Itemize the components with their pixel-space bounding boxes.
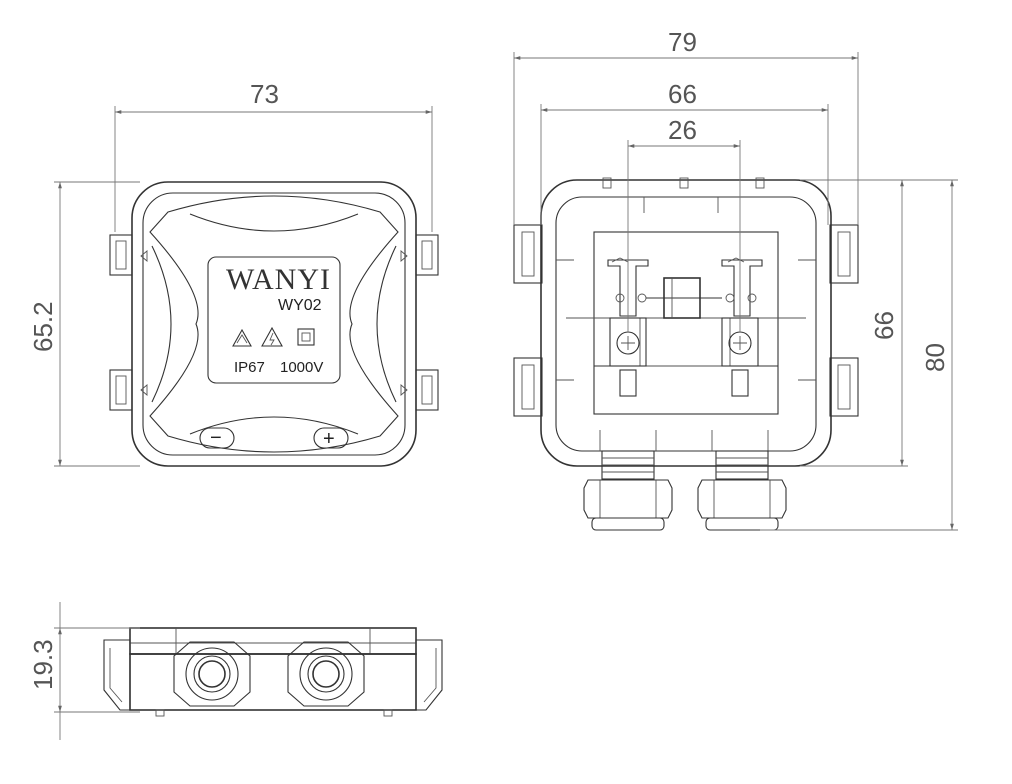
voltage-rating: 1000V [280,359,323,376]
dim-height-80: 80 [920,343,950,372]
inner-right-cable-gland [697,450,787,531]
right-clips [400,234,439,411]
svg-text:−: − [210,427,222,449]
inner-view-wall [555,196,817,452]
svg-text:+: + [323,428,335,450]
side-view [103,627,443,717]
inner-left-cable-gland [583,450,673,531]
top-view-dimensions: 73 65.2 [28,79,433,467]
model-number: WY02 [278,297,322,314]
inner-view-outer [540,179,832,467]
dim-width-66: 66 [668,79,697,109]
top-view: WANYI WY02 IP67 1000V − + [109,181,439,467]
inner-left-clips [513,224,543,417]
dim-terminal-spacing-26: 26 [668,115,697,145]
minus-terminal-marker [199,427,235,449]
side-right-cable-gland [287,641,365,707]
right-terminal [721,257,763,397]
top-view-inner [142,192,406,456]
recycle-triangle-icon [232,328,252,347]
terminal-base [593,231,779,415]
side-view-dimensions: 19.3 [28,602,140,740]
dim-height-19-3: 19.3 [28,639,58,690]
double-insulation-icon [297,328,315,346]
ip-rating: IP67 [234,359,265,376]
dim-width-79: 79 [668,27,697,57]
electric-hazard-icon [261,326,283,347]
top-view-cross-ribs [149,195,399,453]
label-plate [207,256,341,384]
plus-terminal-marker [313,427,349,449]
side-left-cable-gland [173,641,251,707]
left-clips [109,234,148,411]
top-view-outer [131,181,417,467]
inner-right-clips [829,224,859,417]
left-terminal [607,257,649,397]
bypass-diode-icon [646,277,722,319]
inner-view [513,177,859,531]
dim-height-66: 66 [869,311,899,340]
side-view-lid [129,627,417,655]
dim-width-73: 73 [250,79,279,109]
inner-view-dimensions: 79 66 26 66 80 [513,27,958,531]
side-view-base [129,653,417,711]
dim-height-65-2: 65.2 [28,301,58,352]
brand-name: WANYI [226,263,331,296]
